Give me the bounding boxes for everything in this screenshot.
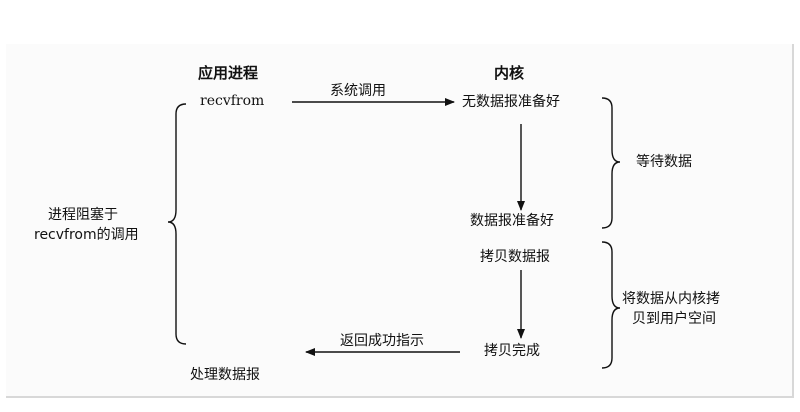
- process-blocked-line2: recvfrom的调用: [34, 227, 139, 243]
- datagram-ready: 数据报准备好: [470, 213, 554, 229]
- kernel-title: 内核: [494, 64, 525, 82]
- copy-to-user-line2: 贝到用户空间: [632, 311, 716, 327]
- wait-brace: [601, 97, 621, 229]
- diagram-frame: [6, 44, 794, 398]
- wait-data-label: 等待数据: [636, 154, 692, 170]
- blocking-brace: [167, 103, 187, 345]
- process-datagram: 处理数据报: [190, 367, 260, 383]
- copy-to-user-line1: 将数据从内核拷: [622, 291, 720, 307]
- copy-datagram: 拷贝数据报: [480, 249, 550, 265]
- copy-brace: [601, 241, 621, 369]
- syscall-label: 系统调用: [330, 83, 386, 99]
- recvfrom-label: recvfrom: [200, 93, 265, 109]
- copy-complete: 拷贝完成: [484, 343, 540, 359]
- process-blocked-line1: 进程阻塞于: [48, 207, 118, 223]
- app-process-title: 应用进程: [198, 64, 259, 82]
- no-datagram-ready: 无数据报准备好: [462, 94, 560, 110]
- return-success-label: 返回成功指示: [340, 333, 424, 349]
